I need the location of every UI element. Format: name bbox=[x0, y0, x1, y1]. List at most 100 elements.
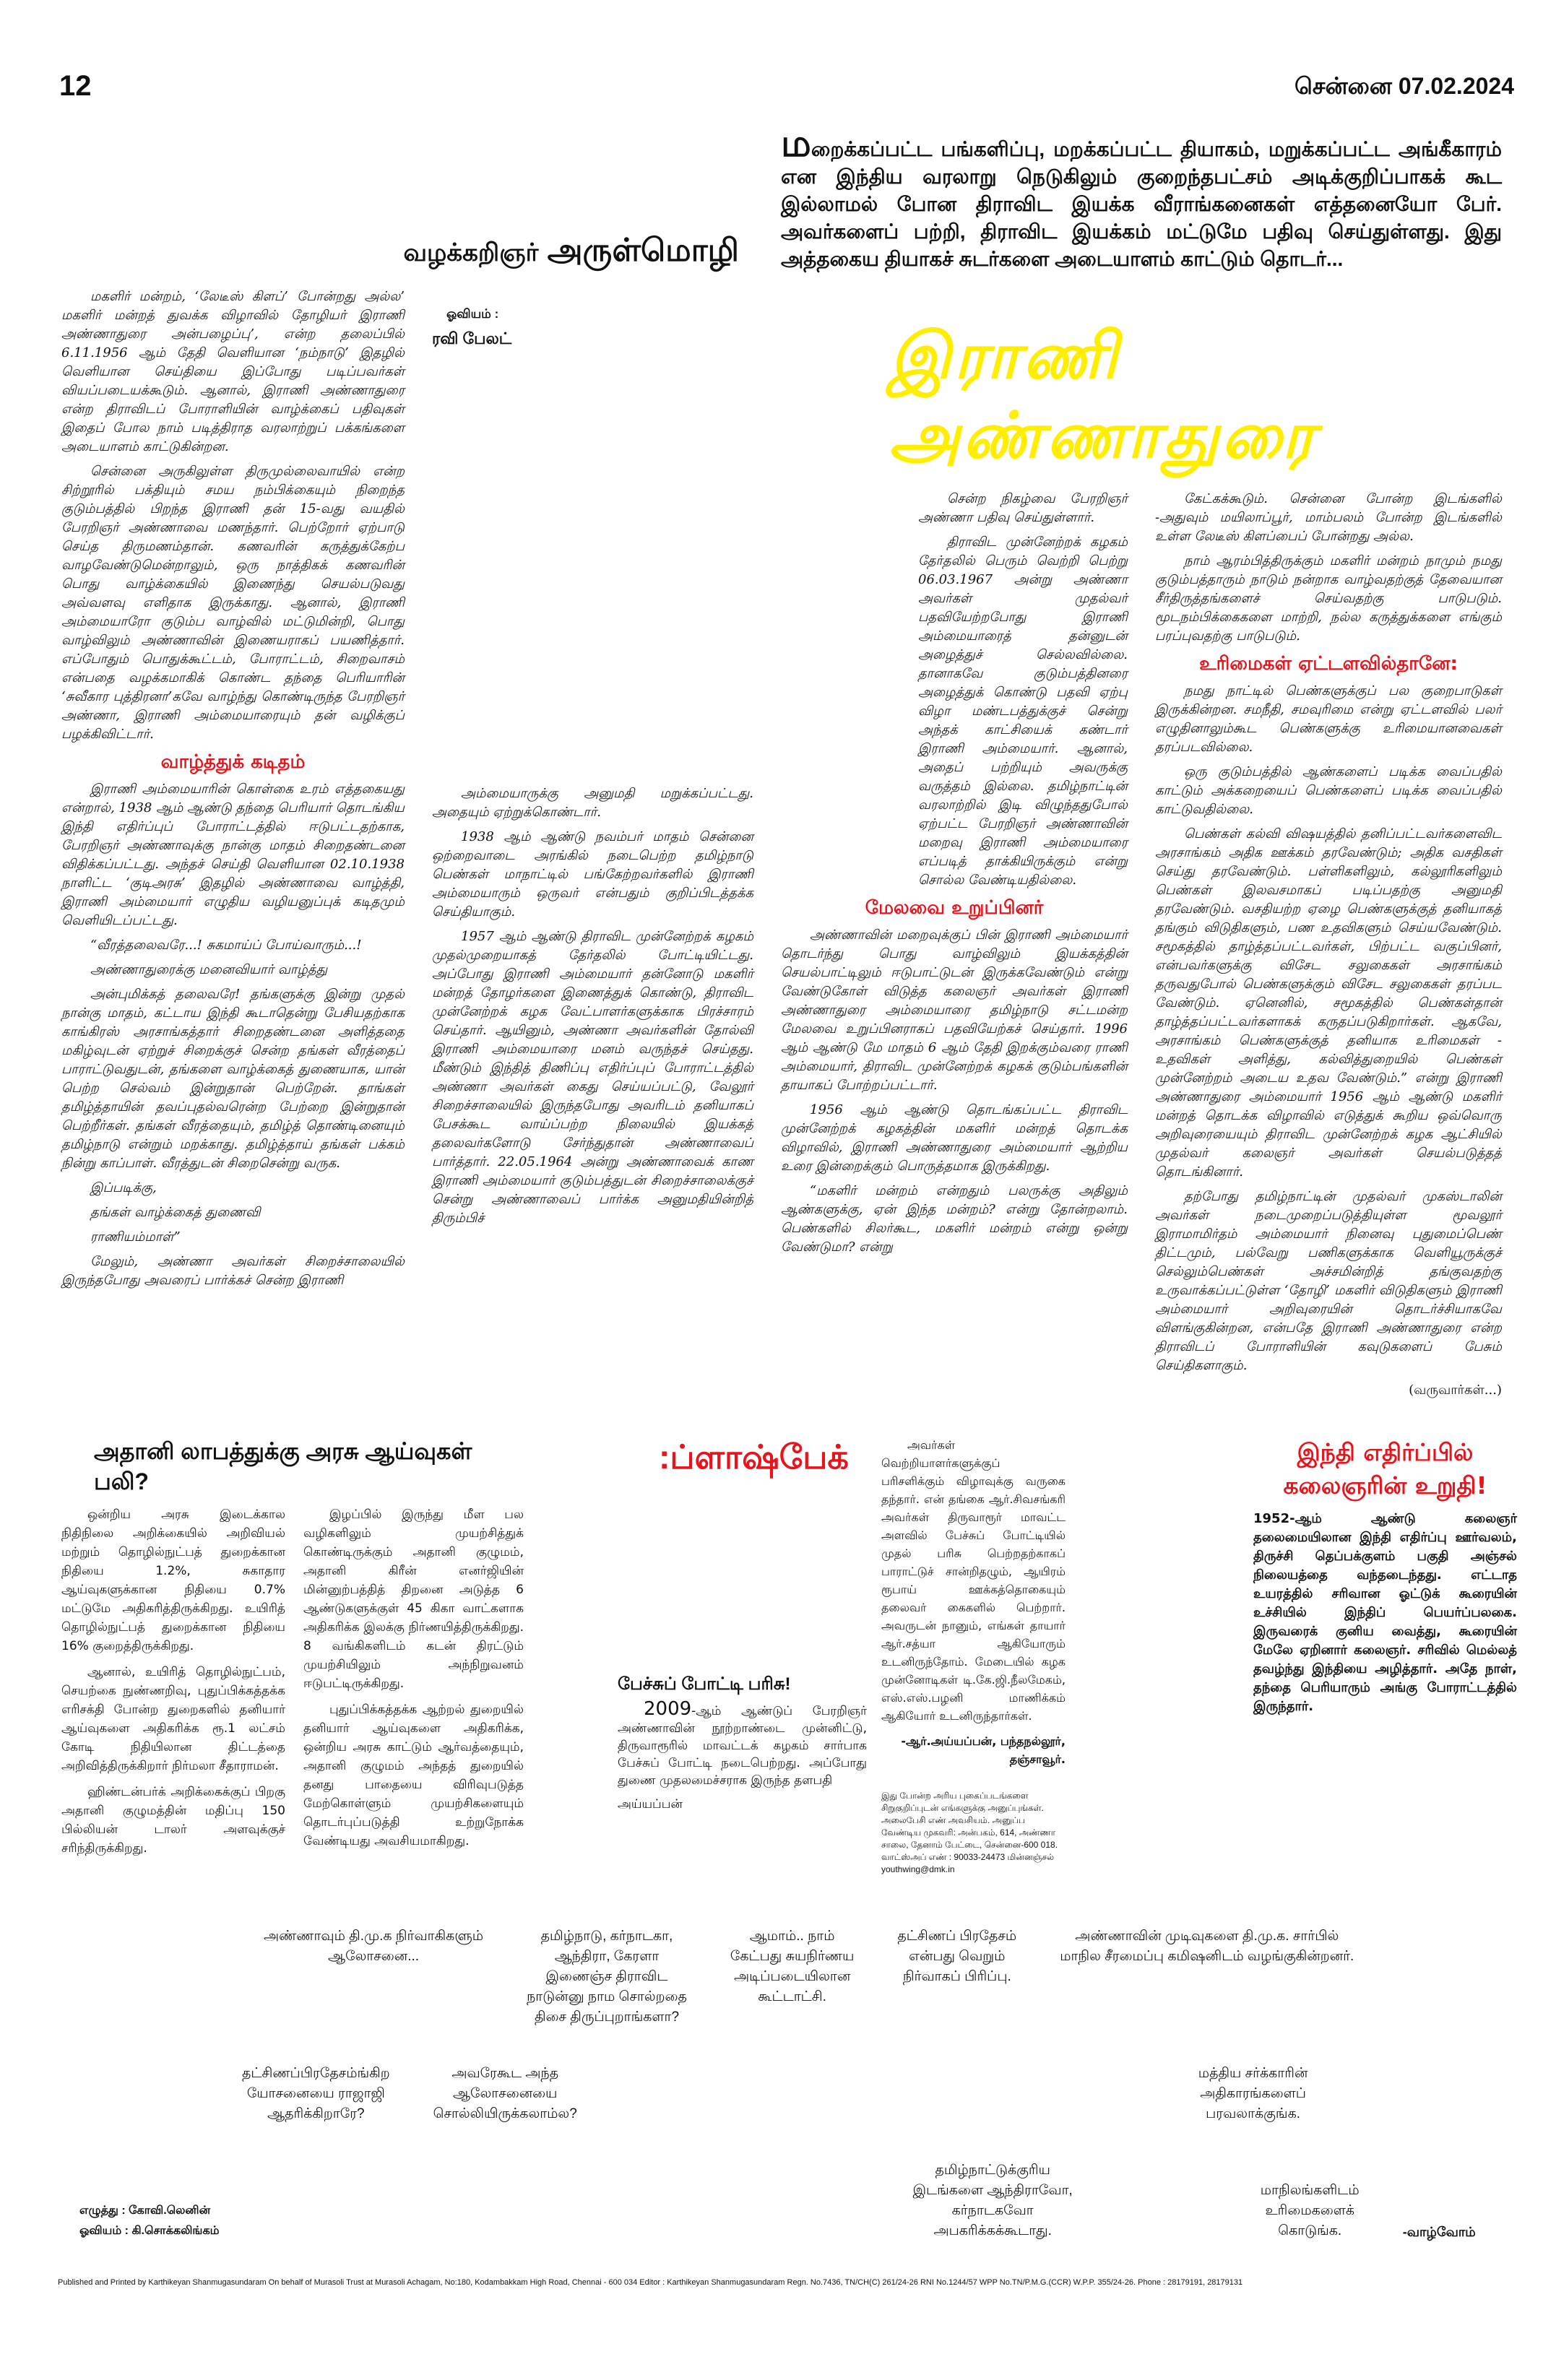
adani-headline: அதானி லாபத்துக்கு அரசு ஆய்வுகள் பலி? bbox=[94, 1438, 472, 1494]
article-column-4: கேட்கக்கூடும். சென்னை போன்ற இடங்களில் -அ… bbox=[1155, 490, 1502, 1400]
comic-bubble: மத்திய சர்க்காரின்அதிகாரங்களைப்பரவலாக்கு… bbox=[1198, 2064, 1308, 2124]
comic-sign-off: -வாழ்வோம் bbox=[1402, 2225, 1476, 2239]
comic-strip: அண்ணாவும் தி.மு.க நிர்வாகிகளும்ஆலோசனை...… bbox=[61, 1926, 1506, 2241]
imprint-footer: Published and Printed by Karthikeyan Sha… bbox=[58, 2278, 1243, 2287]
bubble-line: சொல்லியிருக்கலாம்ல? bbox=[433, 2106, 577, 2121]
bubble-line: கர்நாடகவோ bbox=[951, 2203, 1034, 2218]
intro-paragraph: மறைக்கப்பட்ட பங்களிப்பு, மறக்கப்பட்ட திய… bbox=[781, 125, 1502, 273]
bubble-line: மத்திய சர்க்காரின் bbox=[1198, 2066, 1308, 2081]
paragraph: நாம் ஆரம்பித்திருக்கும் மகளிர் மன்றம் நா… bbox=[1155, 553, 1502, 644]
bubble-line: நிர்வாகப் பிரிப்பு. bbox=[902, 1969, 1011, 1984]
byline-prefix: வழக்கறிஞர் bbox=[403, 239, 539, 267]
bubble-line: அடிப்படையிலான bbox=[734, 1969, 851, 1984]
paragraph: இப்படிக்கு, bbox=[90, 1180, 157, 1195]
paragraph: 1938 ஆம் ஆண்டு நவம்பர் மாதம் சென்னை ஒற்ற… bbox=[432, 829, 753, 919]
submission-notice: இது போன்ற அரிய புகைப்படங்களை சிறுகுறிப்ப… bbox=[881, 1791, 1058, 1874]
comic-bubble: தமிழ்நாடு, கர்நாடகா,ஆந்திரா, கேரளாஇணைஞ்ச… bbox=[527, 1926, 687, 2028]
flashback-section: :ப்ளாஷ்பேக் பேச்சுப் போட்டி பரிசு! 2009-… bbox=[618, 1436, 1066, 1876]
paragraph: மகளிர் மன்றம், ‘லேடீஸ் கிளப்’ போன்றது அல… bbox=[61, 289, 405, 454]
comic-bubble: தட்சிணப் பிரதேசம்என்பது வெறும்நிர்வாகப் … bbox=[897, 1926, 1016, 1987]
illustration-credit: ஓவியம் : ரவி பேலட் bbox=[432, 302, 753, 351]
column-paragraphs: இராணி அம்மையாரின் கொள்கை உரம் எத்தகையது … bbox=[61, 780, 405, 1290]
comic-bubble: தமிழ்நாட்டுக்குரிய இடங்களை ஆந்திராவோ, கர்ந… bbox=[913, 2160, 1073, 2241]
flashback-left: :ப்ளாஷ்பேக் பேச்சுப் போட்டி பரிசு! 2009-… bbox=[618, 1436, 867, 1814]
bubble-line: யோசனையை ராஜாஜி bbox=[246, 2086, 385, 2101]
column-paragraphs: இழப்பில் இருந்து மீள பல வழிகளிலும் முயற்… bbox=[303, 1505, 524, 1851]
main-article: வழக்கறிஞர் அருள்மொழி மறைக்கப்பட்ட பங்களி… bbox=[61, 125, 1502, 1400]
bubble-line: ஆமாம்.. நாம் bbox=[749, 1929, 835, 1944]
flashback-right: அவர்கள் வெற்றியாளர்களுக்குப் பரிசளிக்கும… bbox=[881, 1436, 1066, 1876]
paragraph: தற்போது தமிழ்நாட்டின் முதல்வர் முகஸ்டாலி… bbox=[1155, 1189, 1502, 1373]
bubble-line: அண்ணாவும் தி.மு.க நிர்வாகிகளும் bbox=[264, 1929, 484, 1944]
flashback-story: அவர்கள் வெற்றியாளர்களுக்குப் பரிசளிக்கும… bbox=[881, 1436, 1066, 1768]
bubble-line: தட்சிணப் பிரதேசம் bbox=[897, 1929, 1017, 1944]
hindi-title-line-1: இந்தி எதிர்ப்பில் bbox=[1297, 1438, 1474, 1466]
column-paragraphs: கேட்கக்கூடும். சென்னை போன்ற இடங்களில் -அ… bbox=[1155, 490, 1502, 646]
comic-bubble: அவரேகூட அந்த ஆலோசனையை சொல்லியிருக்கலாம்ல? bbox=[433, 2064, 577, 2124]
comic-row-1: அண்ணாவும் தி.மு.க நிர்வாகிகளும்ஆலோசனை...… bbox=[61, 1926, 1506, 2028]
paragraph: ஒரு குடும்பத்தில் ஆண்களைப் படிக்க வைப்பத… bbox=[1155, 764, 1502, 817]
bubble-line: அவரேகூட அந்த bbox=[451, 2066, 559, 2081]
column-paragraphs: மகளிர் மன்றம், ‘லேடீஸ் கிளப்’ போன்றது அல… bbox=[61, 287, 405, 744]
flashback-story-text: அவர்கள் வெற்றியாளர்களுக்குப் பரிசளிக்கும… bbox=[881, 1438, 1066, 1723]
article-column-2: அம்மையாருக்கு அனுமதி மறுக்கப்பட்டது. அதை… bbox=[432, 784, 753, 1228]
bubble-line: கேட்பது சுயநிர்ணய bbox=[730, 1949, 855, 1964]
author-byline: வழக்கறிஞர் அருள்மொழி bbox=[61, 230, 753, 273]
flashback-photo-area bbox=[618, 1478, 867, 1673]
paragraph: சென்னை அருகிலுள்ள திருமுல்லைவாயில் என்ற … bbox=[61, 464, 405, 742]
paragraph: 1956 ஆம் ஆண்டு தொடங்கப்பட்ட திராவிட முன்… bbox=[781, 1102, 1128, 1174]
bubble-line: ஆந்திரா, கேரளா bbox=[554, 1949, 660, 1964]
paragraph: அன்புமிக்கத் தலைவரே! தங்களுக்கு இன்று மு… bbox=[61, 987, 405, 1171]
bubble-line: இடங்களை ஆந்திராவோ, bbox=[912, 2183, 1073, 2198]
flashback-intro: 2009-ஆம் ஆண்டுப் பேரறிஞர் அண்ணாவின் நூற்… bbox=[618, 1700, 867, 1789]
paragraph: மேலும், அண்ணா அவர்கள் சிறைச்சாலையில் இரு… bbox=[61, 1254, 405, 1288]
comic-writer: எழுத்து : கோவி.லெனின் bbox=[79, 2204, 211, 2217]
paragraph: அம்மையாருக்கு அனுமதி மறுக்கப்பட்டது. அதை… bbox=[432, 786, 753, 820]
page-number: 12 bbox=[59, 70, 92, 102]
adani-column-2: இழப்பில் இருந்து மீள பல வழிகளிலும் முயற்… bbox=[303, 1505, 524, 1865]
lower-section: அதானி லாபத்துக்கு அரசு ஆய்வுகள் பலி? ஒன்… bbox=[61, 1436, 1517, 1876]
bubble-line: இணைஞ்ச திராவிட bbox=[545, 1969, 668, 1984]
subheading-rights: உரிமைகள் ஏட்டளவில்தானே: bbox=[1199, 653, 1458, 675]
credit-label: ஓவியம் : bbox=[446, 307, 499, 321]
paragraph: “வீரத்தலைவரே...! சுகமாய்ப் போய்வாரும்...… bbox=[90, 938, 362, 953]
paragraph: தங்கள் வாழ்க்கைத் துணைவி bbox=[90, 1205, 261, 1220]
page-header: 12 சென்னை 07.02.2024 bbox=[0, 0, 1543, 103]
flashback-title: :ப்ளாஷ்பேக் bbox=[659, 1438, 849, 1476]
byline-name: அருள்மொழி bbox=[547, 233, 739, 268]
edition-date: சென்னை 07.02.2024 bbox=[1294, 73, 1514, 99]
photo-caption: அய்யப்பன் bbox=[618, 1797, 683, 1811]
adani-column-1: ஒன்றிய அரசு இடைக்கால நிதிநிலை அறிக்கையில… bbox=[61, 1505, 285, 1865]
hindi-box-title: இந்தி எதிர்ப்பில் கலைஞரின் உறுதி! bbox=[1253, 1436, 1517, 1502]
paragraph: அண்ணாவின் மறைவுக்குப் பின் இராணி அம்மையா… bbox=[781, 927, 1128, 1093]
paragraph: “மகளிர் மன்றம் என்றதும் பலருக்கு அதிலும்… bbox=[781, 1183, 1128, 1255]
bubble-line: மாநிலங்களிடம் bbox=[1260, 2183, 1360, 2198]
illustration-area bbox=[432, 351, 753, 784]
hindi-box-text: 1952-ஆம் ஆண்டு கலைஞர் தலைமையிலான இந்தி எ… bbox=[1253, 1511, 1517, 1714]
comic-artist: ஓவியம் : கி.சொக்கலிங்கம் bbox=[79, 2225, 220, 2237]
column-paragraphs: நமது நாட்டில் பெண்களுக்குப் பல குறைபாடுக… bbox=[1155, 682, 1502, 1375]
paragraph: 1957 ஆம் ஆண்டு திராவிட முன்னேற்றக் கழகம்… bbox=[432, 929, 753, 1226]
hindi-title-line-2: கலைஞரின் உறுதி! bbox=[1283, 1471, 1487, 1500]
credit-name: ரவி பேலட் bbox=[432, 329, 512, 347]
flashback-subtitle: பேச்சுப் போட்டி பரிசு! bbox=[618, 1674, 791, 1694]
comic-row-3: எழுத்து : கோவி.லெனின் ஓவியம் : கி.சொக்கல… bbox=[61, 2160, 1506, 2241]
hindi-box: இந்தி எதிர்ப்பில் கலைஞரின் உறுதி! 1952-ஆ… bbox=[1253, 1436, 1517, 1716]
article-column-3b: மேலவை உறுப்பினர் அண்ணாவின் மறைவுக்குப் ப… bbox=[781, 896, 1128, 1257]
paragraph: அண்ணாதுரைக்கு மனைவியார் வாழ்த்து bbox=[90, 962, 328, 977]
bubble-line: தமிழ்நாட்டுக்குரிய bbox=[935, 2163, 1050, 2178]
flashback-year: 2009 bbox=[644, 1698, 692, 1720]
paragraph: சென்ற நிகழ்வை பேரறிஞர் அண்ணா பதிவு செய்த… bbox=[918, 491, 1128, 525]
paragraph: பெண்கள் கல்வி விஷயத்தில் தனிப்பட்டவர்களை… bbox=[1155, 826, 1502, 1180]
paragraph: இராணி அம்மையாரின் கொள்கை உரம் எத்தகையது … bbox=[61, 782, 405, 928]
paragraph: ஒன்றிய அரசு இடைக்கால நிதிநிலை அறிக்கையில… bbox=[61, 1507, 285, 1653]
column-paragraphs: அம்மையாருக்கு அனுமதி மறுக்கப்பட்டது. அதை… bbox=[432, 784, 753, 1228]
bubble-line: மாநில சீரமைப்பு கமிஷனிடம் வழங்குகின்றனர்… bbox=[1060, 1949, 1354, 1964]
bubble-line: ஆலோசனையை bbox=[453, 2086, 558, 2101]
comic-bubble: அண்ணாவும் தி.மு.க நிர்வாகிகளும்ஆலோசனை... bbox=[264, 1926, 483, 1967]
intro-text: றைக்கப்பட்ட பங்களிப்பு, மறக்கப்பட்ட தியா… bbox=[781, 138, 1502, 270]
subheading-council: மேலவை உறுப்பினர் bbox=[865, 897, 1044, 919]
article-column-2-wrap: ஓவியம் : ரவி பேலட் அம்மையாருக்கு அனுமதி … bbox=[432, 302, 753, 1400]
